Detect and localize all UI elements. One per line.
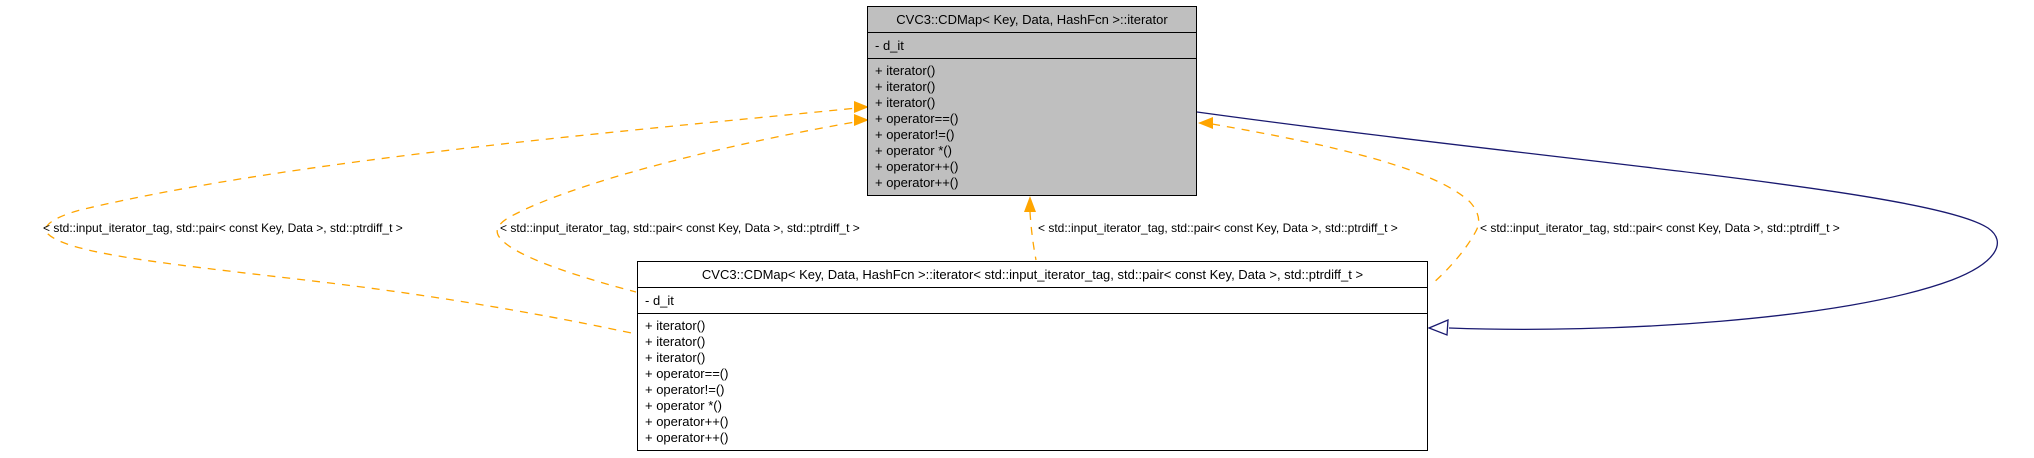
class-method: + operator *() (875, 143, 952, 158)
class-method: + operator *() (645, 398, 722, 413)
class-method: + operator!=() (645, 382, 725, 397)
class-node-cdmap-iterator[interactable]: CVC3::CDMap< Key, Data, HashFcn >::itera… (867, 6, 1197, 196)
class-attribute: - d_it (868, 33, 1196, 59)
class-title[interactable]: CVC3::CDMap< Key, Data, HashFcn >::itera… (868, 7, 1196, 33)
template-edge-4 (1211, 123, 1480, 285)
class-method: + iterator() (875, 95, 936, 110)
inheritance-edge-hollow-arrowhead (1427, 318, 1449, 336)
template-edge-1 (45, 106, 868, 335)
class-method: + operator==() (645, 366, 729, 381)
class-method: + operator!=() (875, 127, 955, 142)
inheritance-edge (1196, 111, 1999, 330)
class-method: + iterator() (645, 350, 706, 365)
class-method: + operator++() (875, 159, 959, 174)
class-title[interactable]: CVC3::CDMap< Key, Data, HashFcn >::itera… (638, 262, 1427, 288)
template-edge-4-arrowhead (1198, 117, 1213, 129)
class-method: + operator++() (645, 414, 729, 429)
template-args-label: < std::input_iterator_tag, std::pair< co… (43, 221, 403, 235)
template-edge-2-arrowhead (854, 114, 869, 126)
class-method-list: + iterator() + iterator() + iterator() +… (868, 59, 1196, 191)
class-method: + operator++() (645, 430, 729, 445)
class-method-list: + iterator() + iterator() + iterator() +… (638, 314, 1427, 446)
class-method: + iterator() (645, 334, 706, 349)
template-args-label: < std::input_iterator_tag, std::pair< co… (1038, 221, 1398, 235)
class-method: + iterator() (645, 318, 706, 333)
class-method: + operator==() (875, 111, 959, 126)
template-edge-3 (1029, 211, 1037, 261)
template-edge-1-arrowhead (854, 101, 869, 113)
template-edge-2 (496, 119, 868, 293)
template-args-label: < std::input_iterator_tag, std::pair< co… (500, 221, 860, 235)
class-method: + iterator() (875, 79, 936, 94)
class-attribute: - d_it (638, 288, 1427, 314)
class-node-cdmap-iterator-instantiation[interactable]: CVC3::CDMap< Key, Data, HashFcn >::itera… (637, 261, 1428, 451)
template-args-label: < std::input_iterator_tag, std::pair< co… (1480, 221, 1840, 235)
class-method: + operator++() (875, 175, 959, 190)
class-method: + iterator() (875, 63, 936, 78)
template-edge-3-arrowhead (1024, 196, 1036, 212)
